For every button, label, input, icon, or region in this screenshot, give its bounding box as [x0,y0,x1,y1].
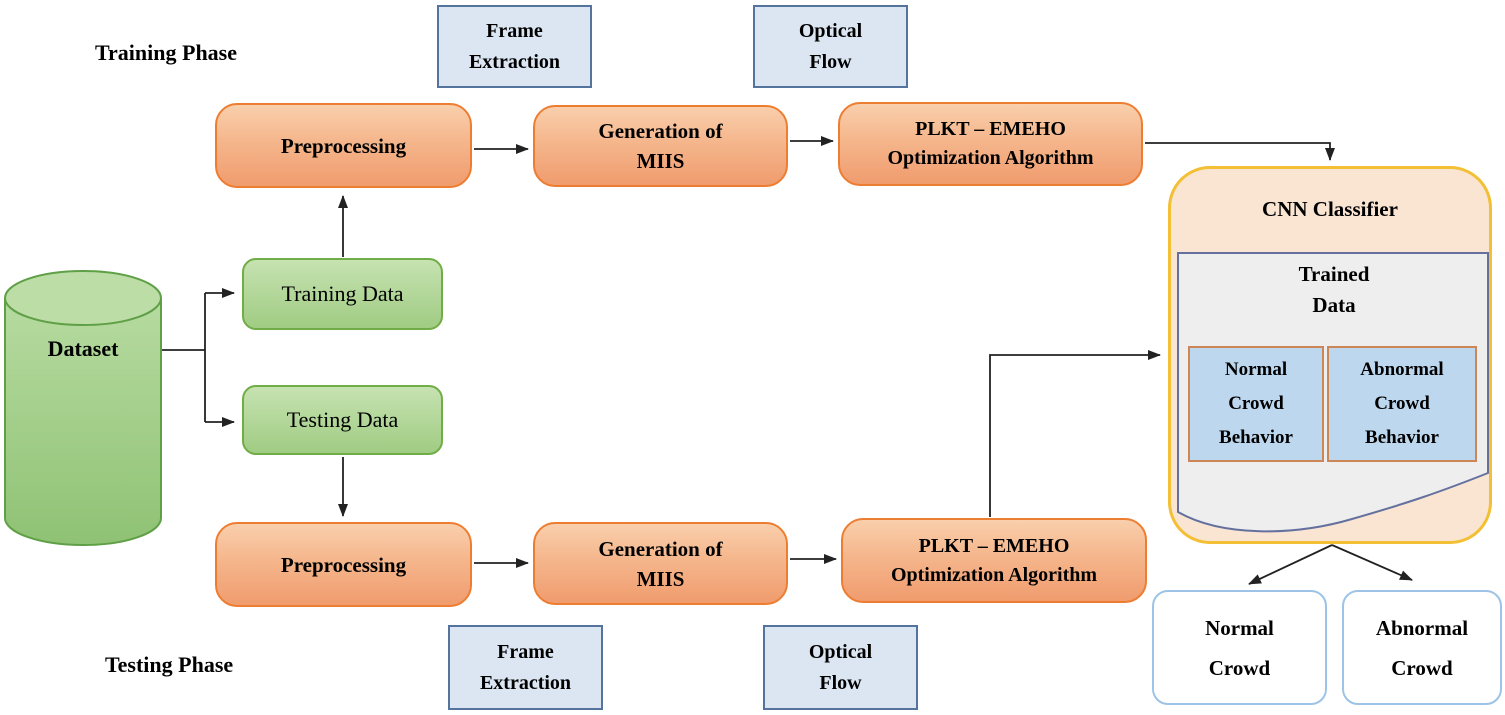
optical-flow-box-bottom: Optical Flow [763,625,918,710]
arrow-plkt-to-cnn-side [989,350,1161,517]
optical-flow-box-top: Optical Flow [753,5,908,88]
cnn-classifier-title: CNN Classifier [1262,197,1398,221]
normal-crowd-behavior-box: Normal Crowd Behavior [1188,346,1324,462]
optical-flow-bottom-line1: Optical [808,640,873,663]
arrow-plkt-to-cnn-top [1145,142,1335,161]
dataset-cylinder [4,270,162,546]
plkt-top-line1: PLKT – EMEHO [915,118,1066,140]
abnormal-crowd-output-box: Abnormal Crowd [1342,590,1502,705]
frame-extraction-box-top: Frame Extraction [437,5,592,88]
generation-top-line1: Generation of [598,119,723,143]
abnormal-behavior-line1: Abnormal [1360,359,1444,380]
normal-behavior-line3: Behavior [1219,427,1293,448]
optical-flow-top-line2: Flow [809,50,852,73]
normal-behavior-line1: Normal [1224,359,1288,380]
normal-crowd-line2: Crowd [1208,655,1271,680]
plkt-top-line2: Optimization Algorithm [887,147,1094,169]
frame-extraction-bottom-line1: Frame [497,640,554,663]
training-phase-label: Training Phase [95,40,238,65]
abnormal-crowd-line2: Crowd [1391,655,1453,680]
generation-miis-box-top: Generation of MIIS [533,105,788,187]
abnormal-crowd-behavior-box: Abnormal Crowd Behavior [1327,346,1477,462]
training-data-box: Training Data [242,258,443,330]
frame-extraction-top-line1: Frame [486,19,543,42]
frame-extraction-bottom-line2: Extraction [479,671,572,694]
abnormal-crowd-line1: Abnormal [1375,615,1469,640]
testing-data-label: Testing Data [286,407,399,432]
trained-data-line1: Trained [1298,262,1370,286]
normal-behavior-line2: Crowd [1228,393,1284,414]
testing-data-box: Testing Data [242,385,443,455]
frame-extraction-top-line2: Extraction [468,50,561,73]
preprocessing-box-top: Preprocessing [215,103,472,188]
dataset-label: Dataset [47,336,119,361]
preprocessing-top-label: Preprocessing [280,133,407,158]
training-data-label: Training Data [281,281,404,306]
optical-flow-top-line1: Optical [798,19,863,42]
generation-miis-box-bottom: Generation of MIIS [533,522,788,605]
normal-crowd-line1: Normal [1205,615,1274,640]
plkt-emeho-box-bottom: PLKT – EMEHO Optimization Algorithm [841,518,1147,603]
preprocessing-bottom-label: Preprocessing [280,552,407,577]
arrow-cnn-to-abnormal-crowd [1331,544,1413,581]
trained-data-label: Trained Data [1180,259,1488,321]
arrow-cnn-to-normal-crowd [1248,544,1333,585]
generation-bottom-line2: MIIS [636,566,685,591]
generation-bottom-line1: Generation of [598,536,723,561]
frame-extraction-box-bottom: Frame Extraction [448,625,603,710]
abnormal-behavior-line3: Behavior [1365,427,1439,448]
plkt-bottom-line2: Optimization Algorithm [890,563,1098,586]
testing-phase-label: Testing Phase [105,652,234,677]
normal-crowd-output-box: Normal Crowd [1152,590,1327,705]
trained-data-line2: Data [1312,293,1356,317]
plkt-bottom-line1: PLKT – EMEHO [918,534,1070,557]
abnormal-behavior-line2: Crowd [1374,393,1430,414]
plkt-emeho-box-top: PLKT – EMEHO Optimization Algorithm [838,102,1143,186]
optical-flow-bottom-line2: Flow [819,671,862,694]
preprocessing-box-bottom: Preprocessing [215,522,472,607]
generation-top-line2: MIIS [636,149,685,173]
